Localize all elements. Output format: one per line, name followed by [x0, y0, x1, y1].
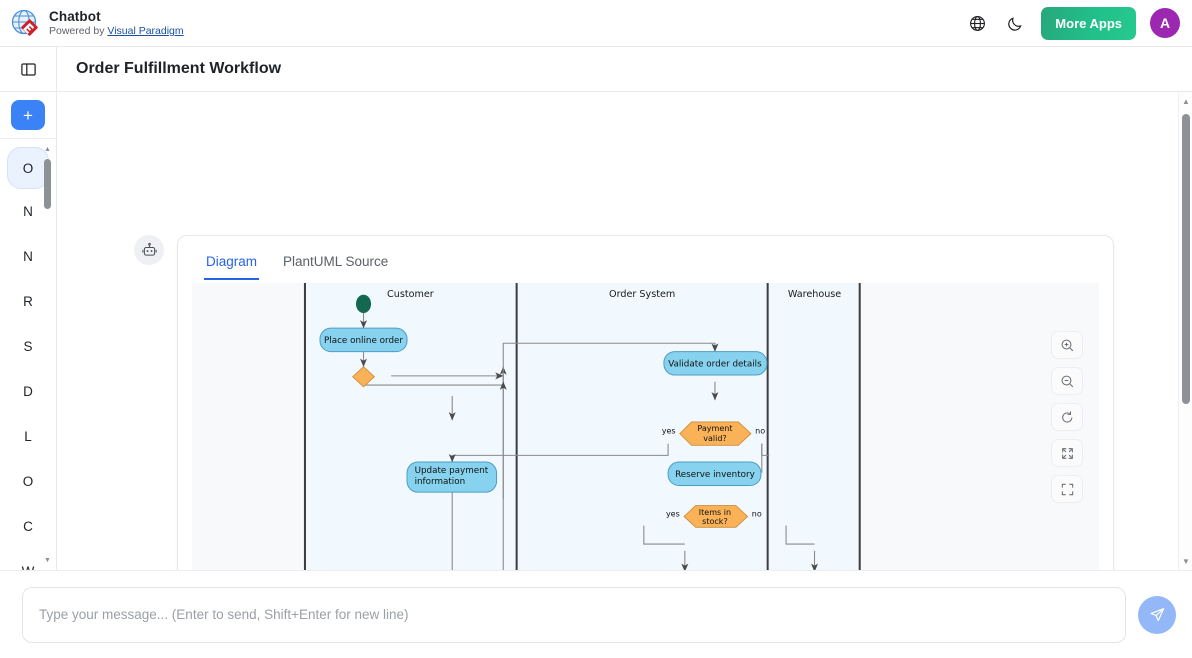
rail-item-label: N: [23, 204, 33, 219]
content-scrollbar[interactable]: ▲ ▼: [1178, 92, 1192, 570]
diagram-toolbar: [1051, 331, 1083, 503]
send-button[interactable]: [1138, 595, 1176, 634]
lane-title-warehouse: Warehouse: [788, 289, 841, 300]
rail-scroll-up-icon[interactable]: ▲: [44, 145, 51, 153]
fit-screen-icon[interactable]: [1051, 439, 1083, 467]
chat-content: Diagram PlantUML Source: [57, 92, 1178, 570]
content-wrapper: Diagram PlantUML Source: [57, 92, 1192, 570]
tab-diagram[interactable]: Diagram: [204, 248, 260, 280]
node-items-in-stock-decision: Items in stock? yes no: [666, 505, 762, 528]
rail-item-9[interactable]: W: [7, 549, 49, 570]
globe-icon[interactable]: [965, 11, 989, 35]
node-update-payment-information: Update payment information: [406, 461, 498, 493]
svg-text:Place online order: Place online order: [324, 336, 403, 346]
diagram-tabs: Diagram PlantUML Source: [178, 236, 1113, 280]
chat-list: ONNRSDLOCWS ▲ ▼: [0, 139, 56, 570]
svg-text:Items in: Items in: [699, 508, 731, 517]
rail-item-label: W: [22, 564, 35, 570]
edge-label-payment-yes: yes: [662, 427, 676, 436]
rail-scroll-down-icon[interactable]: ▼: [44, 556, 51, 564]
node-start: [355, 294, 372, 314]
svg-text:Payment: Payment: [697, 424, 732, 433]
header-actions: More Apps A: [965, 6, 1180, 40]
zoom-out-icon[interactable]: [1051, 367, 1083, 395]
rail-scrollbar-thumb[interactable]: [44, 159, 51, 209]
rail-item-0[interactable]: O: [7, 147, 49, 189]
svg-text:valid?: valid?: [703, 434, 726, 443]
rail-item-label: N: [23, 249, 33, 264]
robot-icon: [134, 235, 164, 265]
visual-paradigm-globe-logo: [10, 8, 40, 38]
left-rail: + ONNRSDLOCWS ▲ ▼: [0, 47, 57, 570]
rail-item-4[interactable]: S: [7, 324, 49, 369]
edge-label-stock-no: no: [752, 509, 762, 518]
app-body: + ONNRSDLOCWS ▲ ▼ Order Fulfillment Work…: [0, 47, 1192, 570]
new-chat-row: +: [0, 92, 56, 139]
rail-item-6[interactable]: L: [7, 414, 49, 459]
svg-text:Update payment: Update payment: [415, 466, 489, 476]
main-column: Order Fulfillment Workflow Diagram: [57, 47, 1192, 570]
rail-item-label: L: [24, 429, 32, 444]
app-header: Chatbot Powered by Visual Paradigm More …: [0, 0, 1192, 47]
activity-diagram: Customer Order System Warehouse: [303, 283, 862, 570]
brand-subtitle: Powered by Visual Paradigm: [49, 25, 184, 37]
rail-item-label: C: [23, 519, 33, 534]
diagram-card: Diagram PlantUML Source: [177, 235, 1114, 570]
edge-label-stock-yes: yes: [666, 509, 680, 518]
rail-item-8[interactable]: C: [7, 504, 49, 549]
scroll-up-icon[interactable]: ▲: [1182, 96, 1190, 106]
rail-item-7[interactable]: O: [7, 459, 49, 504]
diagram-canvas[interactable]: Customer Order System Warehouse: [192, 283, 1099, 570]
rail-item-2[interactable]: N: [7, 234, 49, 279]
page-title: Order Fulfillment Workflow: [76, 60, 282, 77]
lane-title-order-system: Order System: [609, 289, 675, 300]
moon-icon[interactable]: [1003, 11, 1027, 35]
tab-plantuml-source[interactable]: PlantUML Source: [283, 254, 389, 269]
brand: Chatbot Powered by Visual Paradigm: [10, 8, 184, 38]
avatar[interactable]: A: [1150, 8, 1180, 38]
more-apps-button[interactable]: More Apps: [1041, 6, 1136, 40]
svg-text:stock?: stock?: [702, 517, 728, 526]
new-chat-button[interactable]: +: [11, 100, 45, 130]
rail-item-3[interactable]: R: [7, 279, 49, 324]
visual-paradigm-link[interactable]: Visual Paradigm: [107, 25, 184, 38]
node-merge-diamond: [352, 366, 376, 388]
node-reserve-inventory: Reserve inventory: [667, 461, 762, 486]
rail-item-5[interactable]: D: [7, 369, 49, 414]
rail-item-label: S: [23, 339, 33, 354]
scroll-down-icon[interactable]: ▼: [1182, 556, 1190, 566]
powered-by-text: Powered by: [49, 25, 108, 38]
lane-title-customer: Customer: [387, 289, 434, 300]
content-scrollbar-thumb[interactable]: [1182, 114, 1190, 404]
fullscreen-icon[interactable]: [1051, 475, 1083, 503]
edge-label-payment-no: no: [755, 427, 765, 436]
rail-item-label: R: [23, 294, 33, 309]
page-header: Order Fulfillment Workflow: [57, 47, 1192, 92]
zoom-in-icon[interactable]: [1051, 331, 1083, 359]
message-input[interactable]: [22, 586, 1126, 643]
svg-text:information: information: [415, 477, 466, 487]
svg-text:Reserve inventory: Reserve inventory: [675, 470, 755, 480]
rail-item-1[interactable]: N: [7, 189, 49, 234]
node-payment-valid-decision: Payment valid? yes no: [662, 421, 765, 446]
rail-item-label: O: [22, 474, 34, 489]
rail-item-label: O: [22, 160, 34, 176]
node-validate-order-details: Validate order details: [663, 351, 768, 376]
message-composer: [0, 570, 1192, 658]
svg-text:Validate order details: Validate order details: [668, 360, 762, 370]
node-place-online-order: Place online order: [319, 327, 408, 353]
brand-title: Chatbot: [49, 8, 101, 24]
rail-scrollbar[interactable]: ▲ ▼: [43, 145, 52, 564]
sidebar-toggle-icon[interactable]: [0, 47, 56, 92]
reset-zoom-icon[interactable]: [1051, 403, 1083, 431]
rail-item-label: D: [23, 384, 33, 399]
